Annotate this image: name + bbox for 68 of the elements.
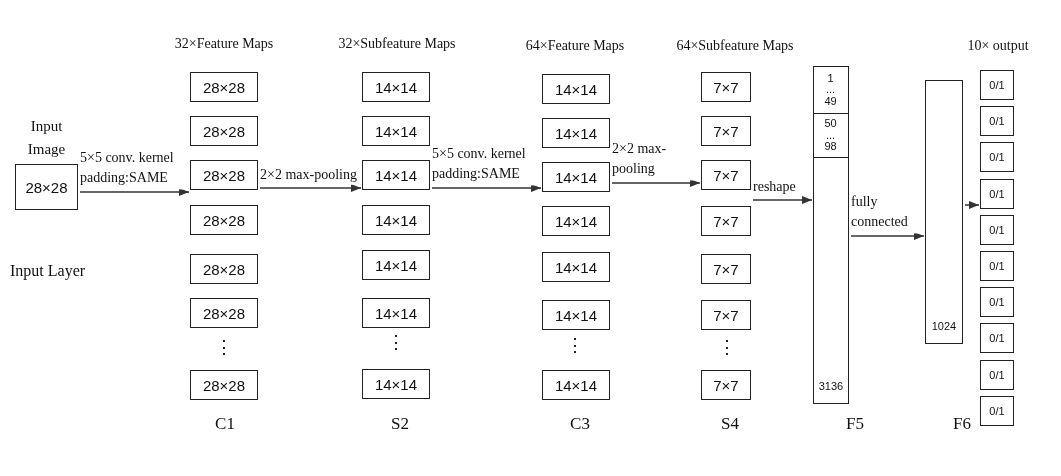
column-label: F6 [953,414,971,434]
input-box: 28×28 [15,164,78,210]
feature-map-box: 28×28 [190,298,258,328]
feature-map-box: 14×14 [362,298,430,328]
feature-map-box: 14×14 [362,160,430,190]
feature-map-box: 7×7 [701,300,751,330]
column-label: ⋮ [718,336,736,358]
arrow [79,187,190,197]
feature-map-box: 28×28 [190,72,258,102]
column-label: S4 [721,414,739,434]
feature-map-box: 7×7 [701,72,751,102]
size-text: 3136 [818,381,844,393]
feature-map-box: 14×14 [362,116,430,146]
output-box: 0/1 [980,142,1014,173]
arrow [964,200,980,210]
feature-map-box: 14×14 [542,252,610,282]
size-text: 1024 [931,321,957,333]
column-label: 10× output [967,38,1029,54]
feature-map-box: 14×14 [542,118,610,148]
feature-map-box: 14×14 [362,205,430,235]
output-box: 0/1 [980,106,1014,137]
layer-caption: Input Layer [10,262,86,280]
feature-map-box: 7×7 [701,160,751,190]
vector-bar [813,66,849,404]
feature-map-box: 28×28 [190,116,258,146]
column-label: F5 [846,414,864,434]
feature-map-box: 14×14 [542,300,610,330]
output-box: 0/1 [980,323,1014,354]
column-label: 64×Feature Maps [525,38,625,54]
feature-map-box: 14×14 [362,369,430,399]
column-label: S2 [391,414,409,434]
column-label: ⋮ [215,336,233,358]
output-box: 0/1 [980,395,1014,426]
feature-map-box: 28×28 [190,160,258,190]
feature-map-box: 14×14 [542,162,610,192]
column-label: ⋮ [566,334,584,356]
arrow [611,178,701,188]
column-label: C1 [215,414,235,434]
arrow [752,195,813,205]
arrow [431,183,542,193]
output-box: 0/1 [980,70,1014,100]
feature-map-box: 14×14 [542,74,610,104]
column-label: ⋮ [387,331,405,353]
feature-map-box: 28×28 [190,205,258,235]
feature-map-box: 7×7 [701,206,751,236]
output-box: 0/1 [980,359,1014,390]
column-label: 32×Feature Maps [174,36,274,52]
arrow [850,231,925,241]
arrow [259,183,362,193]
feature-map-box: 14×14 [362,72,430,102]
feature-map-box: 28×28 [190,254,258,284]
index-range-box: 50 ... 98 [812,113,849,158]
column-label: 32×Subfeature Maps [338,36,456,52]
feature-map-box: 7×7 [701,116,751,146]
feature-map-box: 28×28 [190,370,258,400]
feature-map-box: 7×7 [701,254,751,284]
feature-map-box: 14×14 [542,370,610,400]
output-box: 0/1 [980,178,1014,209]
output-box: 0/1 [980,214,1014,245]
column-label: 64×Subfeature Maps [676,38,794,54]
input-heading: Input Image [26,117,67,159]
feature-map-box: 14×14 [362,250,430,280]
output-box: 0/1 [980,251,1014,281]
column-label: C3 [570,414,590,434]
vector-bar [925,80,963,344]
output-box: 0/1 [980,287,1014,318]
feature-map-box: 7×7 [701,370,751,400]
feature-map-box: 14×14 [542,206,610,236]
